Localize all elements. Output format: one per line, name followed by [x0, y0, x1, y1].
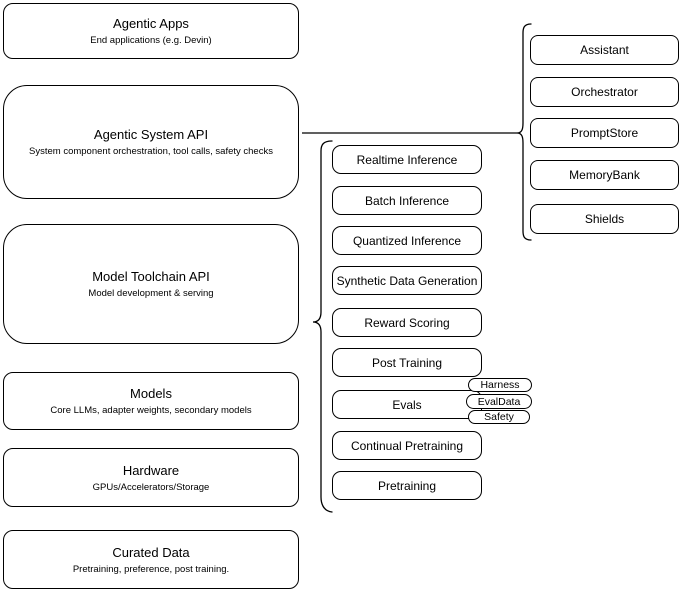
box-title: Agentic Apps: [113, 16, 189, 31]
box-subtitle: Core LLMs, adapter weights, secondary mo…: [50, 405, 252, 416]
box-curated-data: Curated Data Pretraining, preference, po…: [3, 530, 299, 589]
box-subtitle: Pretraining, preference, post training.: [72, 563, 230, 575]
components-brace: [516, 23, 532, 241]
eval-tag-harness: Harness: [468, 378, 532, 392]
toolchain-item-realtime-inference: Realtime Inference: [332, 145, 482, 174]
component-shields: Shields: [530, 204, 679, 234]
toolchain-item-reward-scoring: Reward Scoring: [332, 308, 482, 337]
toolchain-item-quantized-inference: Quantized Inference: [332, 226, 482, 255]
box-title: Hardware: [122, 462, 180, 478]
box-models: Models Core LLMs, adapter weights, secon…: [3, 372, 299, 430]
component-promptstore: PromptStore: [530, 118, 679, 148]
toolchain-item-post-training: Post Training: [332, 348, 482, 377]
box-title: Model Toolchain API: [92, 269, 210, 284]
toolchain-item-continual-pretraining: Continual Pretraining: [332, 431, 482, 460]
box-subtitle: End applications (e.g. Devin): [90, 35, 212, 46]
box-subtitle: GPUs/Accelerators/Storage: [92, 481, 210, 493]
box-model-toolchain-api: Model Toolchain API Model development & …: [3, 224, 299, 344]
component-orchestrator: Orchestrator: [530, 77, 679, 107]
box-title: Models: [130, 386, 172, 401]
box-title: Agentic System API: [93, 127, 209, 142]
box-agentic-system-api: Agentic System API System component orch…: [3, 85, 299, 199]
toolchain-item-batch-inference: Batch Inference: [332, 186, 482, 215]
component-memorybank: MemoryBank: [530, 160, 679, 190]
box-agentic-apps: Agentic Apps End applications (e.g. Devi…: [3, 3, 299, 59]
box-subtitle: Model development & serving: [88, 288, 214, 299]
box-hardware: Hardware GPUs/Accelerators/Storage: [3, 448, 299, 507]
toolchain-item-evals: Evals: [332, 390, 482, 419]
toolchain-brace: [312, 140, 333, 513]
box-subtitle: System component orchestration, tool cal…: [29, 146, 273, 157]
box-title: Curated Data: [112, 544, 190, 560]
eval-tag-safety: Safety: [468, 410, 530, 424]
toolchain-item-synthetic-data-generation: Synthetic Data Generation: [332, 266, 482, 295]
component-assistant: Assistant: [530, 35, 679, 65]
eval-tag-evaldata: EvalData: [466, 394, 532, 409]
toolchain-item-pretraining: Pretraining: [332, 471, 482, 500]
